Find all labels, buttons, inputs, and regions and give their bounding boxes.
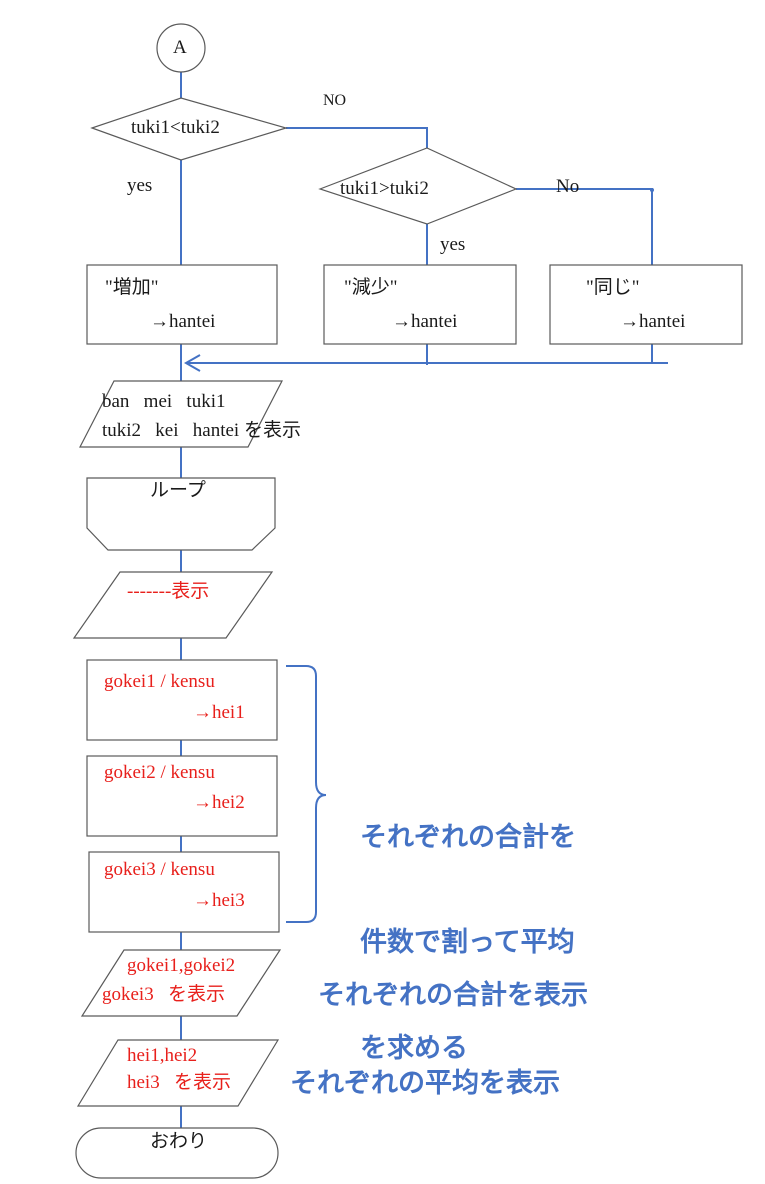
decision-1-condition: tuki1<tuki2 <box>131 117 220 138</box>
merge-arrowhead <box>183 354 201 372</box>
output-totals-line2: gokei3 を表示 <box>102 984 225 1005</box>
decision-2 <box>318 147 518 225</box>
decision-1 <box>90 97 289 161</box>
output-averages <box>76 1039 280 1107</box>
annotation-averages-line1: それぞれの合計を <box>360 822 576 854</box>
output-record <box>79 380 283 448</box>
output-dashes <box>72 571 274 639</box>
output-record-line1: ban mei tuki1 <box>102 391 226 412</box>
terminator-end-label: おわり <box>150 1131 208 1152</box>
connector-a <box>156 23 206 73</box>
annotation-averages-line2: 件数で割って平均 <box>360 927 575 959</box>
loop-end <box>86 477 276 551</box>
process-decrease <box>323 264 517 345</box>
flow-shapes <box>72 23 743 1179</box>
process-same-line2: →hantei <box>620 311 686 332</box>
decision-1-yes-label: yes <box>127 175 153 196</box>
process-same <box>549 264 743 345</box>
output-record-line2: tuki2 kei hantei を表示 <box>102 420 301 441</box>
junction-dot <box>650 188 654 192</box>
decision-1-no-label: NO <box>323 92 347 109</box>
output-averages-line2: hei3 を表示 <box>127 1072 231 1093</box>
loop-end-label: ループ <box>150 480 206 501</box>
process-avg1-line1: gokei1 / kensu <box>104 671 215 692</box>
process-avg2-line1: gokei2 / kensu <box>104 762 215 783</box>
process-avg3 <box>88 851 280 933</box>
process-decrease-line2: →hantei <box>392 311 458 332</box>
process-increase-line1: "増加" <box>105 277 159 298</box>
process-same-line1: "同じ" <box>586 277 640 298</box>
output-totals-line1: gokei1,gokei2 <box>127 955 236 976</box>
process-increase <box>86 264 278 345</box>
output-averages-line1: hei1,hei2 <box>127 1045 198 1066</box>
annotation-averages: それぞれの合計を 件数で割って平均 を求める <box>360 750 576 1101</box>
flow-line-no-branch-2 <box>516 188 653 265</box>
annotation-totals: それぞれの合計を表示 <box>318 980 588 1011</box>
decision-2-no-label: No <box>556 176 580 197</box>
process-avg1 <box>86 659 278 741</box>
process-increase-line2: →hantei <box>150 311 216 332</box>
terminator-end <box>75 1127 279 1179</box>
process-avg2-line2: →hei2 <box>193 792 245 813</box>
process-decrease-line1: "減少" <box>344 277 398 298</box>
process-avg3-line2: →hei3 <box>193 890 245 911</box>
process-avg3-line1: gokei3 / kensu <box>104 859 215 880</box>
annotation-brace <box>286 665 327 923</box>
process-avg1-line2: →hei1 <box>193 702 245 723</box>
connector-label: A <box>173 37 187 58</box>
annotation-averages-line3: を求める <box>360 1032 468 1064</box>
decision-2-yes-label: yes <box>440 234 466 255</box>
output-totals <box>80 949 282 1017</box>
annotation-averages-output: それぞれの平均を表示 <box>290 1068 560 1099</box>
flow-line-no-branch <box>286 127 428 148</box>
decision-2-condition: tuki1>tuki2 <box>340 178 429 199</box>
process-avg2 <box>86 755 278 837</box>
output-dashes-label: -------表示 <box>127 581 210 602</box>
